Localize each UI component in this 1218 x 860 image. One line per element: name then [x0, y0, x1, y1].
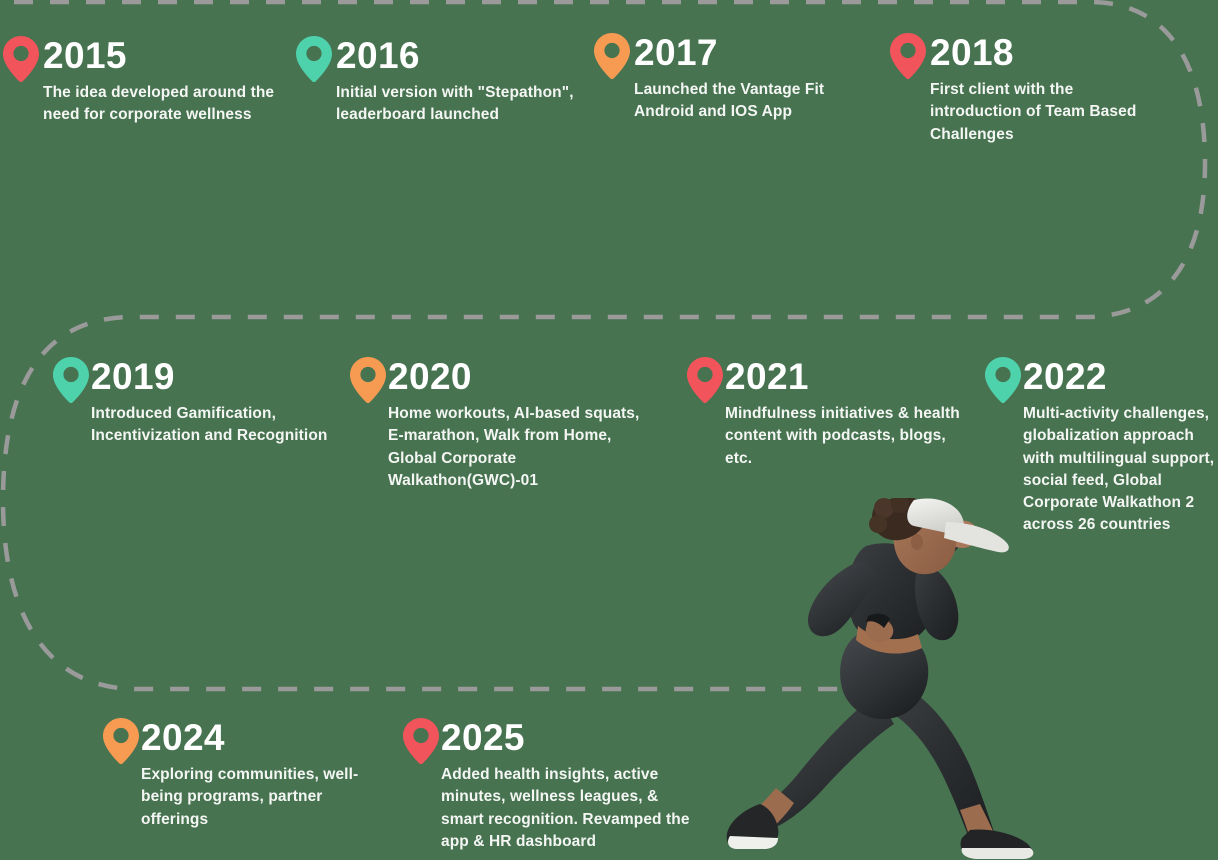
- milestone-year: 2017: [634, 32, 718, 73]
- milestone-year: 2016: [336, 35, 420, 76]
- map-pin-icon: [890, 33, 926, 79]
- map-pin-icon: [103, 718, 139, 764]
- milestone-description: Mindfulness initiatives & health content…: [725, 405, 960, 467]
- milestone-text-block: 2019 Introduced Gamification, Incentiviz…: [91, 357, 341, 448]
- milestone-text-block: 2016 Initial version with "Stepathon", l…: [336, 36, 581, 127]
- milestone-text-block: 2018 First client with the introduction …: [930, 33, 1165, 146]
- milestone-description: Home workouts, AI-based squats, E-marath…: [388, 405, 640, 489]
- milestone-year: 2020: [388, 356, 472, 397]
- milestone-description: Exploring communities, well-being progra…: [141, 766, 359, 828]
- milestone-description: Added health insights, active minutes, w…: [441, 766, 690, 850]
- running-woman-photo: [726, 498, 1034, 859]
- milestone-description: Multi-activity challenges, globalization…: [1023, 405, 1215, 534]
- milestone-text-block: 2020 Home workouts, AI-based squats, E-m…: [388, 357, 643, 492]
- milestone-text-block: 2022 Multi-activity challenges, globaliz…: [1023, 357, 1218, 537]
- milestone-year: 2015: [43, 35, 127, 76]
- milestone-description: Introduced Gamification, Incentivization…: [91, 405, 328, 445]
- map-pin-icon: [687, 357, 723, 403]
- milestone-description: First client with the introduction of Te…: [930, 81, 1137, 143]
- milestone-description: Initial version with "Stepathon", leader…: [336, 84, 574, 124]
- milestone-year: 2018: [930, 32, 1014, 73]
- map-pin-icon: [403, 718, 439, 764]
- milestone-text-block: 2024 Exploring communities, well-being p…: [141, 718, 391, 831]
- map-pin-icon: [350, 357, 386, 403]
- milestone-year: 2025: [441, 717, 525, 758]
- milestone-year: 2021: [725, 356, 809, 397]
- milestone-text-block: 2021 Mindfulness initiatives & health co…: [725, 357, 965, 470]
- milestone-year: 2024: [141, 717, 225, 758]
- milestone-year: 2022: [1023, 356, 1107, 397]
- map-pin-icon: [3, 36, 39, 82]
- map-pin-icon: [594, 33, 630, 79]
- map-pin-icon: [53, 357, 89, 403]
- milestone-description: Launched the Vantage Fit Android and IOS…: [634, 81, 825, 121]
- milestone-year: 2019: [91, 356, 175, 397]
- map-pin-icon: [296, 36, 332, 82]
- map-pin-icon: [985, 357, 1021, 403]
- milestone-text-block: 2025 Added health insights, active minut…: [441, 718, 696, 853]
- milestone-text-block: 2015 The idea developed around the need …: [43, 36, 283, 127]
- milestone-text-block: 2017 Launched the Vantage Fit Android an…: [634, 33, 884, 124]
- milestone-description: The idea developed around the need for c…: [43, 84, 275, 124]
